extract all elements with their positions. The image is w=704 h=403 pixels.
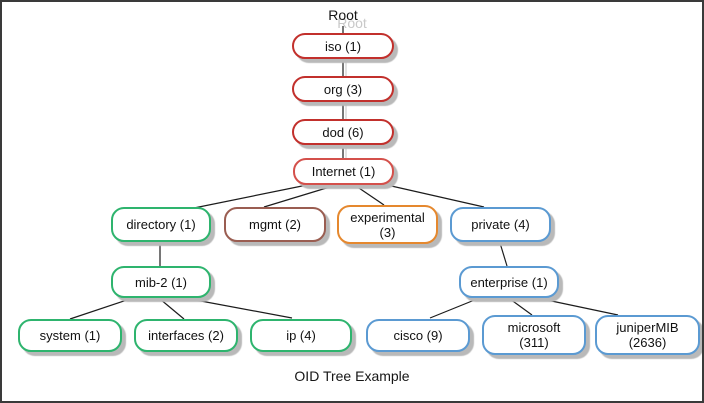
node-label-iso: iso (1) <box>324 38 362 54</box>
node-label-experimental: experimental (3) <box>350 209 425 240</box>
tree-node-system: system (1) <box>18 319 122 352</box>
node-label-interfaces: interfaces (2) <box>148 328 224 343</box>
node-label-dod: dod (6) <box>322 124 364 140</box>
edge-enterprise-junipermib <box>541 298 619 316</box>
node-label-private: private (4) <box>471 217 530 232</box>
tree-node-mib2: mib-2 (1) <box>111 266 211 298</box>
node-label-system: system (1) <box>39 328 101 343</box>
node-label-cisco: cisco (9) <box>393 328 443 343</box>
node-label-org: org (3) <box>323 81 363 97</box>
tree-node-iso: iso (1) <box>292 33 394 59</box>
node-label-junipermib: juniperMIB (2636) <box>616 320 679 350</box>
edge-enterprise-cisco <box>429 298 478 319</box>
diagram-caption: OID Tree Example <box>294 368 410 384</box>
edge-internet-directory <box>193 184 308 209</box>
tree-node-cisco: cisco (9) <box>366 319 470 352</box>
tree-node-directory: directory (1) <box>111 207 211 242</box>
edge-mib2-interfaces <box>159 298 185 320</box>
tree-node-org: org (3) <box>292 76 394 102</box>
tree-node-mgmt: mgmt (2) <box>224 207 326 242</box>
node-label-enterprise: enterprise (1) <box>470 274 548 290</box>
edge-internet-experimental <box>355 185 385 206</box>
tree-node-interfaces: interfaces (2) <box>134 319 238 352</box>
node-label-ip: ip (4) <box>286 328 316 343</box>
edge-internet-private <box>386 184 485 208</box>
node-label-mib2: mib-2 (1) <box>134 274 187 290</box>
edge-internet-mgmt <box>263 185 334 208</box>
edge-enterprise-microsoft <box>509 298 533 316</box>
tree-node-enterprise: enterprise (1) <box>459 266 559 298</box>
tree-node-junipermib: juniperMIB (2636) <box>595 315 700 355</box>
edge-strokes <box>69 26 619 320</box>
edge-mib2-ip <box>189 298 293 319</box>
node-label-microsoft: microsoft (311) <box>507 320 561 350</box>
node-label-mgmt: mgmt (2) <box>249 217 301 232</box>
root-label: Root <box>328 7 358 23</box>
tree-node-microsoft: microsoft (311) <box>482 315 586 355</box>
tree-node-internet: Internet (1) <box>293 158 394 185</box>
node-label-directory: directory (1) <box>126 217 196 232</box>
node-label-internet: Internet (1) <box>311 164 376 179</box>
root-label-shadow: Root <box>337 15 367 31</box>
edge-private-enterprise <box>499 242 508 267</box>
tree-node-experimental: experimental (3) <box>337 205 438 244</box>
tree-node-ip: ip (4) <box>250 319 352 352</box>
edge-mib2-system <box>69 298 131 320</box>
tree-node-dod: dod (6) <box>292 119 394 145</box>
tree-node-private: private (4) <box>450 207 551 242</box>
